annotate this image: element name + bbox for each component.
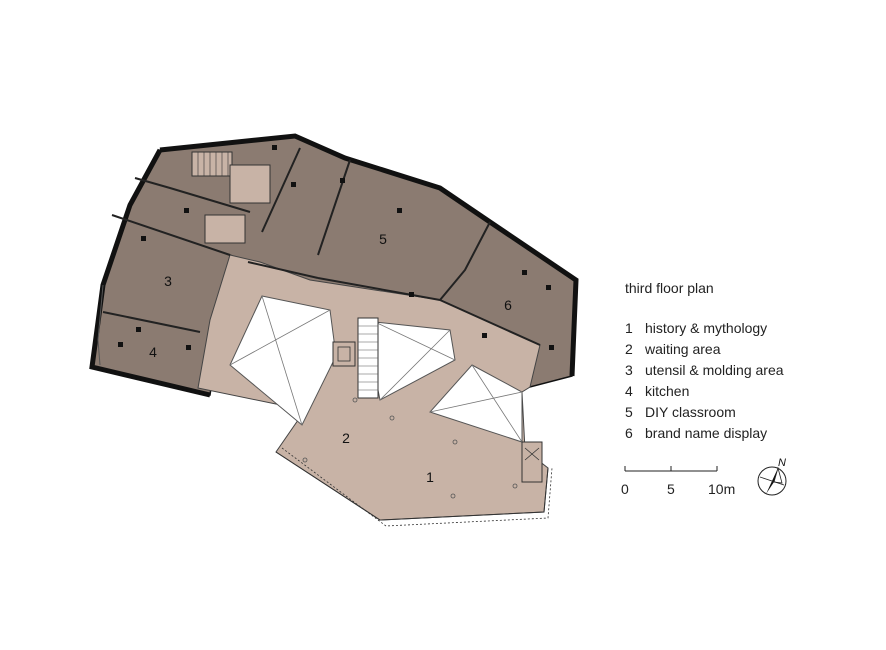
atrium-void-west xyxy=(229,295,337,426)
room-label-1: 1 xyxy=(426,469,434,485)
void-center-diagonal-1 xyxy=(374,321,456,361)
void-west-diagonal-2 xyxy=(229,309,331,366)
restroom-core xyxy=(204,214,246,244)
columns xyxy=(118,145,554,350)
room-label-6: 6 xyxy=(504,297,512,313)
room-label-2: 2 xyxy=(342,430,350,446)
stair-core-treads xyxy=(197,152,229,176)
legend-item-label: brand name display xyxy=(645,425,768,441)
legend-item-number: 4 xyxy=(625,383,633,399)
legend-item: 3 utensil & molding area xyxy=(625,360,784,381)
legend-title: third floor plan xyxy=(625,280,714,296)
void-center-diagonal-2 xyxy=(379,329,451,401)
scale-bar-line xyxy=(624,466,718,472)
room-label-5: 5 xyxy=(379,231,387,247)
scale-tick-10m: 10m xyxy=(708,481,736,497)
compass-graphic: N xyxy=(757,457,787,496)
compass-north-label: N xyxy=(778,457,786,469)
scale-tick-5: 5 xyxy=(667,481,675,497)
scale-tick-0: 0 xyxy=(621,481,629,497)
south-facade-glazing xyxy=(275,451,549,521)
west-facade-strip xyxy=(97,284,104,366)
legend-item-number: 2 xyxy=(625,341,633,357)
void-east-diagonal-1 xyxy=(471,364,523,443)
room-label-4: 4 xyxy=(149,344,157,360)
elevator-car xyxy=(337,346,351,362)
north-compass-icon: N xyxy=(754,455,790,497)
legend-item-label: history & mythology xyxy=(645,320,768,336)
room-labels: 1 2 3 4 5 6 xyxy=(149,231,512,485)
legend-item-number: 5 xyxy=(625,404,633,420)
legend-item: 1 history & mythology xyxy=(625,318,784,339)
legend-item-number: 6 xyxy=(625,425,633,441)
outer-wall-north xyxy=(159,133,579,377)
legend-item-number: 1 xyxy=(625,320,633,336)
stair-core-nw xyxy=(191,151,233,177)
void-east-diagonal-2 xyxy=(429,391,523,413)
legend-item: 6 brand name display xyxy=(625,423,784,444)
se-unit-cross-2 xyxy=(524,447,540,461)
legend-list: 1 history & mythology 2 waiting area 3 uten… xyxy=(625,318,784,444)
service-core-nw xyxy=(229,164,271,204)
void-west-diagonal-1 xyxy=(261,295,303,426)
legend-item: 4 kitchen xyxy=(625,381,784,402)
elevator-shaft xyxy=(332,341,356,367)
legend-item-label: DIY classroom xyxy=(645,404,736,420)
legend-item: 2 waiting area xyxy=(625,339,784,360)
stair-treads xyxy=(358,325,378,391)
south-facade-outer xyxy=(281,447,553,527)
partition-walls xyxy=(102,147,541,346)
se-service-unit xyxy=(521,441,543,483)
legend-item-label: kitchen xyxy=(645,383,690,399)
scale-bar: 0 5 10m xyxy=(621,462,735,502)
legend-item-number: 3 xyxy=(625,362,633,378)
legend-item: 5 DIY classroom xyxy=(625,402,784,423)
room-label-3: 3 xyxy=(164,273,172,289)
legend-item-label: waiting area xyxy=(645,341,721,357)
public-area-columns xyxy=(302,397,518,499)
legend-item-label: utensil & molding area xyxy=(645,362,784,378)
